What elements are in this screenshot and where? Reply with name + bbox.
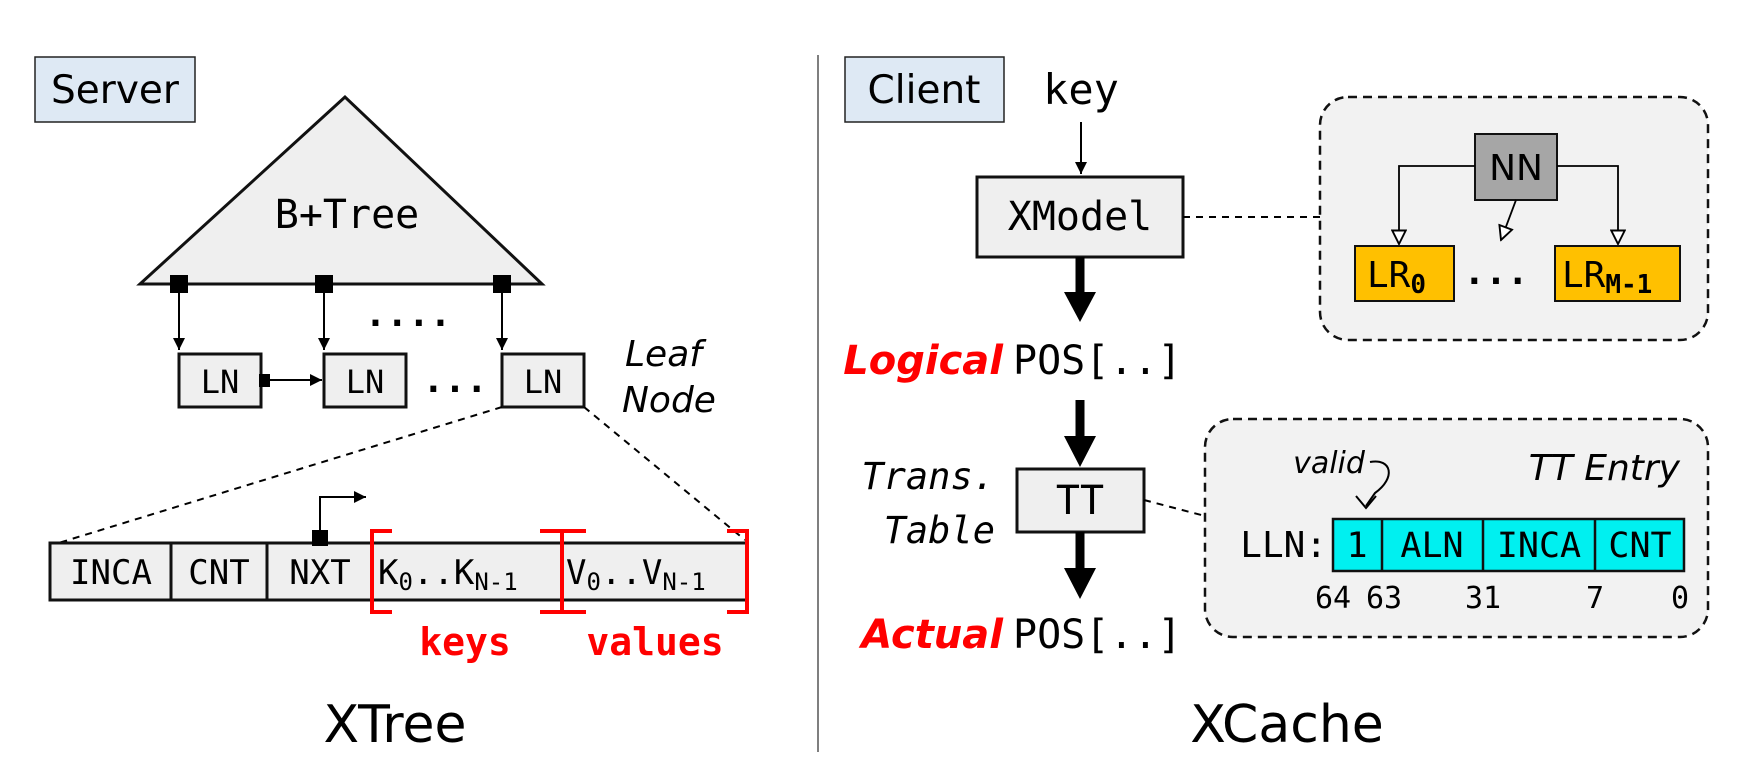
leaf-ellipsis: ... [422, 360, 487, 401]
server-tag-label: Server [51, 68, 180, 113]
field-keys: K0..KN-1 [378, 553, 518, 596]
nn-to-lr0-arrow [1399, 165, 1475, 244]
entry-inca: INCA [1497, 526, 1581, 566]
nn-to-lrm-arrow [1557, 165, 1618, 244]
bit-label-7: 7 [1586, 581, 1604, 616]
zoom-line-left [51, 406, 503, 546]
actual-pos: POS[..] [1013, 612, 1182, 658]
leaf-node-3-label: LN [524, 363, 563, 401]
lln-label: LLN: [1240, 525, 1327, 566]
tt-label: TT [1056, 478, 1104, 524]
xmodel-label: XModel [1008, 194, 1153, 240]
logical-label: Logical [843, 338, 1004, 384]
bplus-tree-label: B+Tree [275, 192, 420, 238]
leaf-caption-line1: Leaf [625, 334, 707, 375]
client-tag [844, 56, 1005, 123]
bit-label-63: 63 [1366, 581, 1402, 616]
nxt-pointer-square [312, 530, 328, 546]
field-nxt: NXT [289, 553, 350, 593]
nn-label: NN [1489, 148, 1543, 189]
entry-aln: ALN [1400, 526, 1463, 566]
keys-label: keys [419, 620, 511, 664]
trans-table-line2: Table [884, 509, 995, 552]
server-tag [34, 56, 196, 123]
valid-arrow-head [1355, 495, 1377, 510]
lr-ellipsis: ... [1463, 252, 1528, 293]
valid-label: valid [1293, 446, 1366, 481]
field-cnt: CNT [188, 553, 249, 593]
leaf-node-2 [322, 352, 408, 409]
server-panel: Server B+Tree .... LN LN LN ... Leaf Nod… [34, 56, 749, 755]
thick-arrow-2-head [1064, 436, 1096, 467]
lrm-box [1554, 245, 1681, 302]
root-ellipsis: .... [365, 294, 452, 335]
key-input-label: key [1043, 65, 1119, 114]
values-label: values [586, 620, 723, 664]
client-panel: Client key XModel Logical POS[..] Trans.… [843, 56, 1710, 755]
tt-box [1015, 467, 1146, 534]
tree-pointers [170, 275, 511, 350]
bit-label-64: 64 [1315, 581, 1351, 616]
red-brackets [370, 529, 749, 614]
xmodel-box [975, 175, 1185, 259]
tt-entry-bitfield [1331, 517, 1686, 573]
leaf-link-square [259, 374, 270, 387]
lrm-label: LRM-1 [1562, 255, 1652, 300]
leaf-caption-line2: Node [622, 380, 716, 421]
tt-entry-title: TT Entry [1529, 448, 1681, 489]
zoom-line-right [583, 406, 746, 541]
bplus-tree-triangle [136, 94, 546, 286]
leaf-node-1 [177, 352, 263, 409]
leaf-node-3 [500, 352, 586, 409]
nn-box [1474, 133, 1558, 201]
logical-pos: POS[..] [1013, 338, 1182, 384]
entry-valid-bit: 1 [1346, 526, 1367, 566]
leaf-node-1-label: LN [201, 363, 240, 401]
bit-label-31: 31 [1465, 581, 1501, 616]
client-tag-label: Client [868, 68, 981, 113]
xcache-caption: XCache [1190, 695, 1384, 755]
xtree-caption: XTree [323, 695, 466, 755]
leaf-layout-strip [48, 541, 749, 602]
lr0-box [1354, 245, 1455, 302]
entry-cnt: CNT [1608, 526, 1671, 566]
nn-to-middle-arrow [1501, 199, 1517, 240]
field-inca: INCA [70, 553, 152, 593]
trans-table-line1: Trans. [861, 455, 995, 498]
lr0-label: LR0 [1367, 255, 1426, 300]
thick-arrow-1-head [1064, 292, 1096, 322]
leaf-node-2-label: LN [346, 363, 385, 401]
actual-label: Actual [858, 612, 1004, 658]
valid-arrow-curve [1365, 460, 1390, 507]
thick-arrow-3-head [1064, 568, 1096, 599]
field-values: V0..VN-1 [566, 553, 706, 596]
bit-label-0: 0 [1671, 581, 1689, 616]
nxt-pointer-arrow [319, 491, 366, 530]
